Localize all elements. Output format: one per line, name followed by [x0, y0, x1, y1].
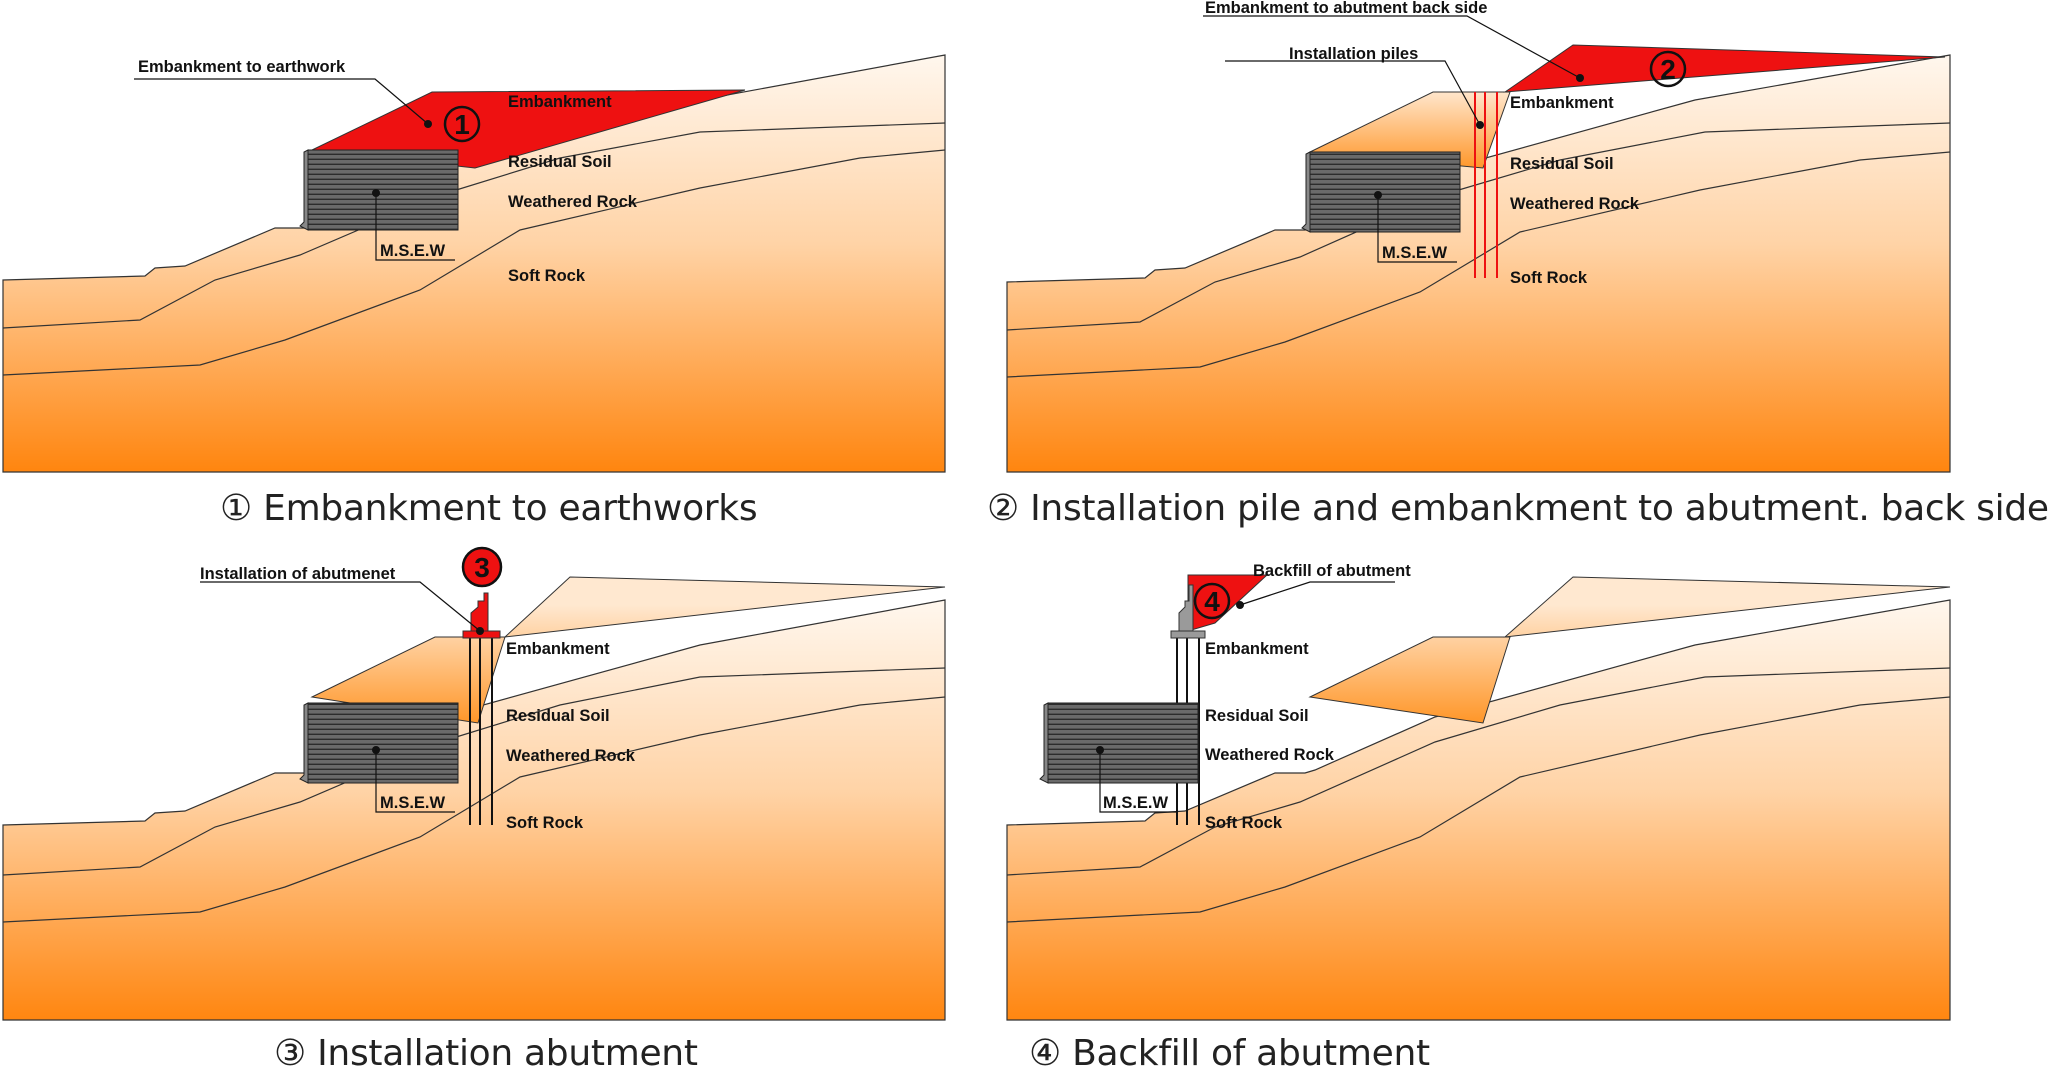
label-msew: M.S.E.W — [380, 242, 446, 260]
layer-label-weathered-rock: Weathered Rock — [506, 747, 636, 765]
callout-label-2: Embankment to abutment back side — [1205, 0, 1487, 17]
panel-1-diagram: 1 Embankment to earthwork Embankment Res… — [2, 54, 946, 473]
callout-leader-1 — [134, 78, 429, 125]
step-circle-4 — [1193, 582, 1231, 620]
callout-label-piles: Installation piles — [1289, 45, 1418, 63]
weathered-rock-boundary — [1006, 696, 1951, 923]
weathered-rock-boundary — [1006, 151, 1951, 378]
callout-leader-4 — [1239, 581, 1395, 606]
embankment-fill-right — [1503, 576, 1951, 638]
layer-label-residual-soil: Residual Soil — [508, 153, 612, 171]
callout-label-4: Backfill of abutment — [1253, 562, 1411, 580]
caption-1: ① Embankment to earthworks — [220, 488, 758, 529]
wall-facing — [1301, 151, 1311, 233]
abutment-backfill-red — [1187, 574, 1269, 632]
abutment-grey — [1170, 630, 1206, 639]
panel-4-diagram: 4 Backfill of abutment Embankment Residu… — [1006, 562, 1951, 1021]
panel-3-diagram: 3 Installation of abutmenet Embankment R… — [2, 546, 946, 1021]
panel-3: 3 Installation of abutmenet Embankment R… — [0, 545, 980, 1083]
step-circle-2 — [1649, 50, 1687, 88]
step-circle-1 — [443, 105, 481, 143]
layer-label-residual-soil: Residual Soil — [1205, 707, 1309, 725]
embankment-fill-right — [503, 576, 946, 638]
wall-facing — [299, 702, 309, 784]
panel-2-diagram: 2 Embankment to abutment back side Insta… — [1006, 0, 1951, 473]
msew-wall — [307, 149, 459, 231]
layer-label-embankment: Embankment — [508, 93, 612, 111]
step-circle-3 — [461, 546, 503, 588]
callout-label-1: Embankment to earthwork — [138, 58, 346, 76]
residual-soil-boundary — [1006, 667, 1951, 876]
msew-leader — [1377, 195, 1457, 263]
step-number-2: 2 — [1660, 54, 1676, 85]
panel-2: 2 Embankment to abutment back side Insta… — [987, 0, 2049, 540]
caption-3: ③ Installation abutment — [274, 1033, 698, 1074]
step-number-4: 4 — [1204, 586, 1220, 617]
label-msew: M.S.E.W — [1382, 244, 1448, 262]
step-number-3: 3 — [474, 552, 490, 583]
caption-4: ④ Backfill of abutment — [1029, 1033, 1430, 1074]
step-number-1: 1 — [454, 109, 470, 140]
layer-label-weathered-rock: Weathered Rock — [1510, 195, 1640, 213]
wall-facing — [299, 149, 309, 231]
layer-label-soft-rock: Soft Rock — [1205, 814, 1283, 832]
layer-label-weathered-rock: Weathered Rock — [508, 193, 638, 211]
msew-leader — [375, 750, 455, 813]
callout-leader-3 — [200, 581, 481, 632]
caption-2: ② Installation pile and embankment to ab… — [987, 488, 2049, 529]
msew-wall — [307, 702, 459, 784]
layer-label-soft-rock: Soft Rock — [508, 267, 586, 285]
layer-label-weathered-rock: Weathered Rock — [1205, 746, 1335, 764]
abutment-stem — [470, 592, 489, 632]
msew-leader — [1099, 750, 1177, 813]
abutment-stem — [1178, 584, 1194, 632]
callout-label-3: Installation of abutmenet — [200, 565, 396, 583]
layer-label-embankment: Embankment — [1205, 640, 1309, 658]
layer-label-embankment: Embankment — [506, 640, 610, 658]
layer-label-soft-rock: Soft Rock — [1510, 269, 1588, 287]
panel-1: 1 Embankment to earthwork Embankment Res… — [0, 0, 980, 540]
layer-label-embankment: Embankment — [1510, 94, 1614, 112]
label-msew: M.S.E.W — [380, 794, 446, 812]
layer-label-residual-soil: Residual Soil — [506, 707, 610, 725]
panel-4: 4 Backfill of abutment Embankment Residu… — [1005, 545, 1966, 1083]
abutment-back-embankment — [1503, 44, 1946, 93]
label-msew: M.S.E.W — [1103, 794, 1169, 812]
msew-wall — [1047, 702, 1199, 784]
callout-leader-piles — [1225, 60, 1481, 126]
embankment-fill-left — [1308, 636, 1511, 724]
msew-leader — [375, 193, 455, 261]
msew-wall — [1309, 151, 1461, 233]
callout-leader-2 — [1203, 15, 1581, 79]
layer-label-soft-rock: Soft Rock — [506, 814, 584, 832]
ground-mass — [1006, 599, 1951, 1021]
layer-label-residual-soil: Residual Soil — [1510, 155, 1614, 173]
wall-facing — [1039, 702, 1049, 784]
weathered-rock-boundary — [2, 149, 946, 376]
